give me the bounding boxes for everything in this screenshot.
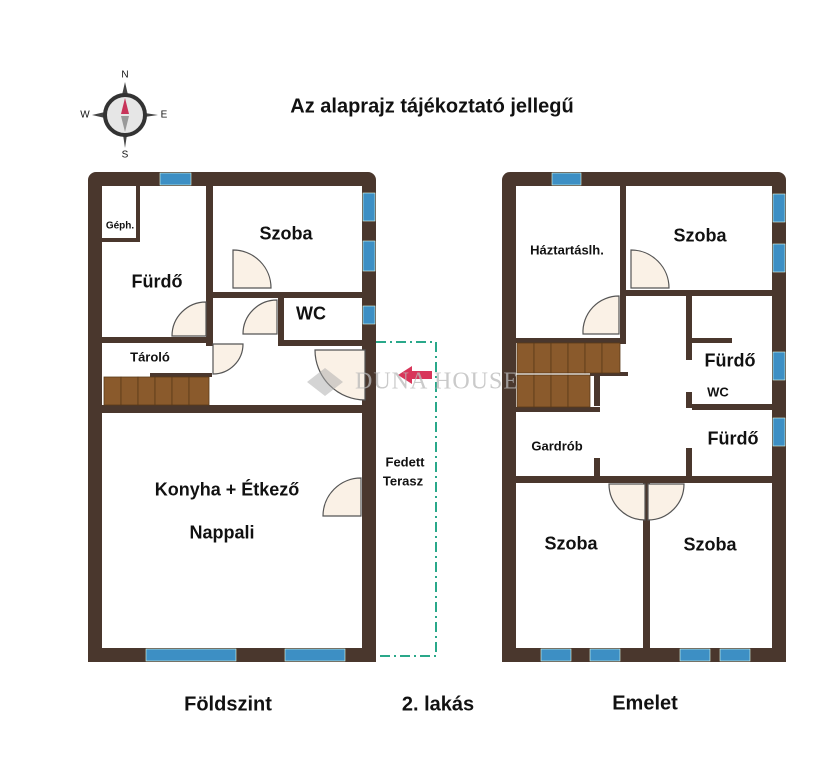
upper-floor-doors [582, 249, 685, 521]
room-label-geph: Géph. [105, 220, 135, 232]
room-label-gardrob: Gardrób [531, 438, 583, 454]
compass-south-label: S [121, 149, 129, 161]
ground-floor-doors [171, 249, 366, 517]
upper-floor-walls [502, 172, 786, 662]
terrace-outline [376, 341, 437, 657]
room-label-haztartas: Háztartáslh. [530, 242, 604, 258]
room-label-konyha: Konyha + Étkező [154, 479, 300, 500]
upper-floor-windows [540, 172, 786, 662]
room-label-terasz-2: Terasz [382, 473, 424, 489]
room-label-wc: WC [296, 303, 326, 324]
room-label-szoba-upper-2: Szoba [544, 533, 598, 554]
room-label-furdo-wc: Fürdő [704, 350, 756, 371]
upper-floor-stairs [516, 342, 621, 408]
ground-floor-walls [88, 172, 376, 662]
ground-floor-windows [145, 172, 376, 662]
ground-floor-label: Földszint [184, 693, 272, 716]
room-label-szoba: Szoba [259, 223, 313, 244]
room-label-wc-upper: WC [707, 384, 729, 400]
room-label-szoba-upper-3: Szoba [683, 534, 737, 555]
compass-north-label: N [121, 69, 129, 81]
apartment-label: 2. lakás [401, 693, 475, 716]
room-label-nappali: Nappali [189, 522, 255, 543]
watermark-text: DUNA HOUSE [354, 368, 520, 395]
entrance-arrow-icon [398, 366, 432, 384]
room-label-furdo: Fürdő [131, 271, 183, 292]
ground-floor-stairs [103, 376, 210, 406]
room-label-tarolo: Tároló [130, 349, 170, 365]
compass-icon [92, 82, 158, 148]
room-label-szoba-upper-1: Szoba [673, 225, 727, 246]
watermark-logo-icon [307, 368, 343, 396]
room-label-furdo-2: Fürdő [707, 428, 759, 449]
compass-east-label: E [160, 109, 168, 121]
room-label-terasz-1: Fedett [385, 454, 425, 470]
compass-west-label: W [80, 109, 90, 121]
upper-floor-label: Emelet [612, 692, 678, 715]
page-title: Az alaprajz tájékoztató jellegű [290, 95, 574, 118]
